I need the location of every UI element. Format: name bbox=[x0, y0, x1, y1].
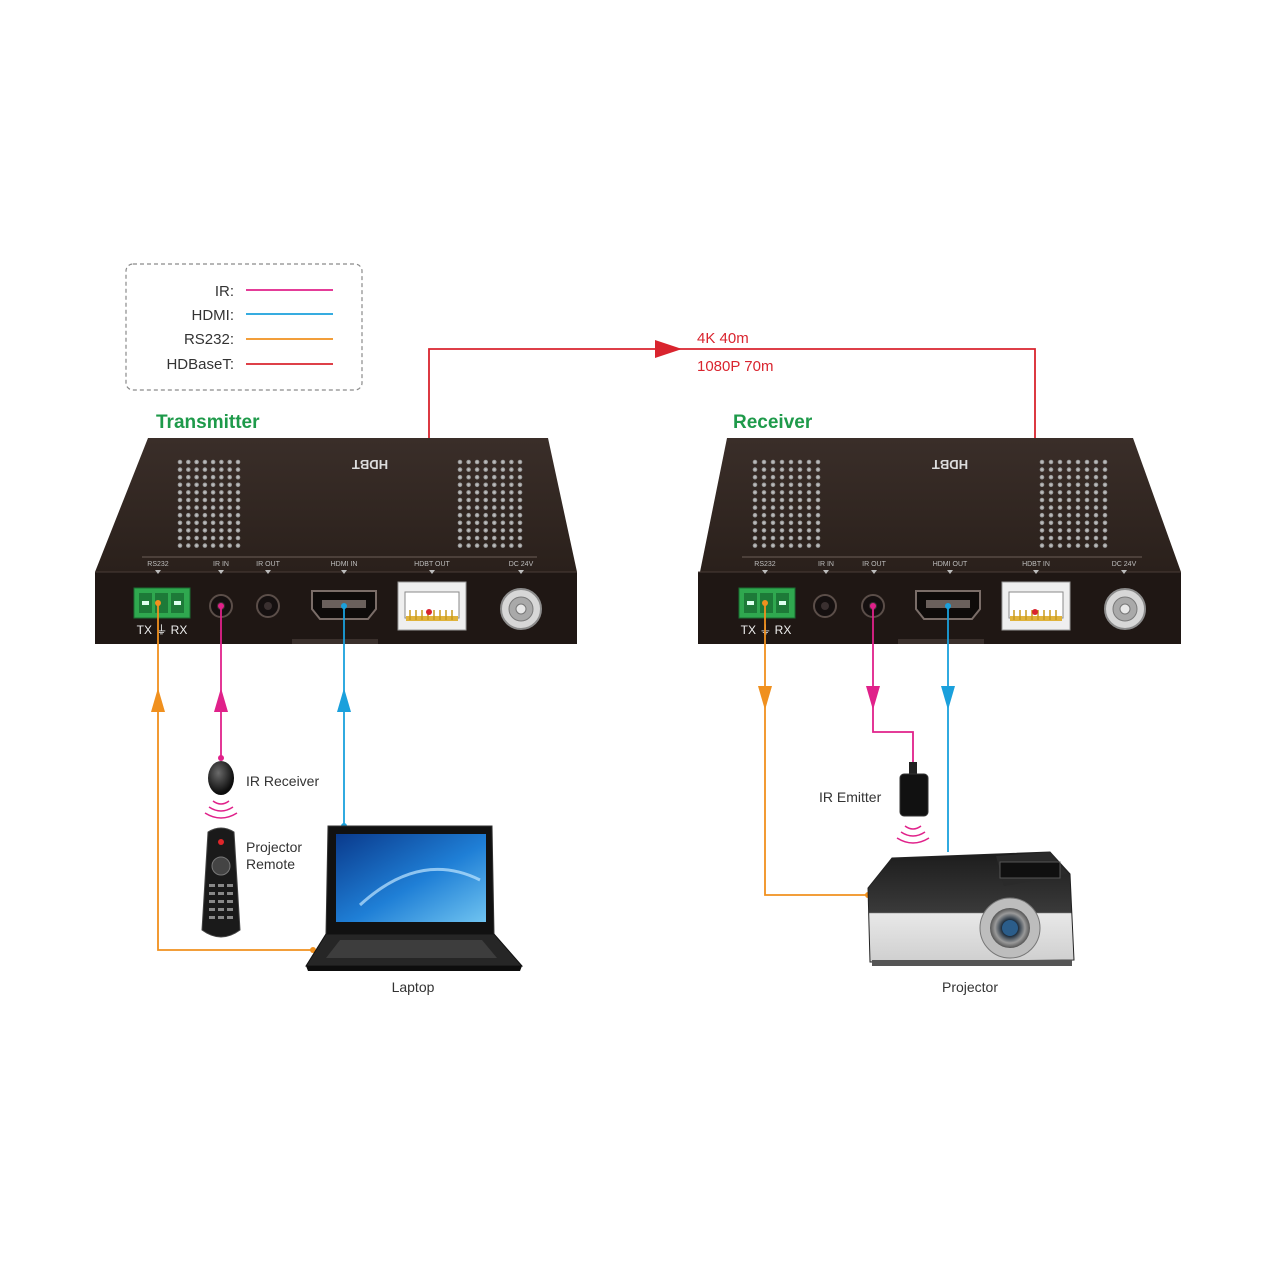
tx-terminal-label: TX ⏚ RX bbox=[137, 623, 188, 637]
ir-emitter-label: IR Emitter bbox=[819, 789, 882, 805]
tx-port-label-ir-out: IR OUT bbox=[256, 561, 280, 568]
ir-signal-icon bbox=[212, 800, 230, 805]
receiver-vent-right bbox=[1039, 459, 1108, 548]
projector-remote-device: Projector Remote bbox=[201, 827, 302, 938]
receiver-brand-logo: HDBT bbox=[932, 457, 968, 472]
legend-label-hdbaset: HDBaseT: bbox=[166, 356, 234, 373]
projector-remote-label-line2: Remote bbox=[246, 856, 295, 872]
receiver-cables bbox=[758, 600, 1038, 898]
tx-port-label-hdbt-out: HDBT OUT bbox=[414, 561, 450, 568]
link-spec-1080p: 1080P 70m bbox=[697, 358, 773, 375]
transmitter-top bbox=[95, 438, 577, 572]
rx-rs232-arrow bbox=[758, 686, 772, 710]
tx-hdbt-out-port[interactable] bbox=[397, 581, 467, 631]
ir-receiver-icon bbox=[208, 761, 234, 795]
rx-ir-cable bbox=[872, 606, 914, 762]
tx-rs232-cable bbox=[157, 603, 313, 951]
tx-dc24v-port[interactable] bbox=[500, 588, 542, 630]
rx-hdbt-in-port[interactable] bbox=[1001, 581, 1071, 631]
rx-port-label-ir-out: IR OUT bbox=[862, 561, 886, 568]
tx-rs232-terminal[interactable] bbox=[133, 587, 191, 619]
transmitter-cables bbox=[151, 600, 432, 953]
rx-rs232-cable bbox=[764, 603, 868, 896]
transmitter: Transmitter HDBT RS232 IR IN IR OUT HDMI… bbox=[95, 412, 577, 644]
receiver-vent-left bbox=[752, 459, 821, 548]
tx-ir-arrow bbox=[214, 688, 228, 712]
laptop-screen bbox=[336, 834, 486, 922]
rx-hdmi-arrow bbox=[941, 686, 955, 710]
legend-label-ir: IR: bbox=[215, 283, 234, 300]
rx-port-label-hdbt-in: HDBT IN bbox=[1022, 561, 1050, 568]
rx-ir-arrow bbox=[866, 686, 880, 710]
legend-label-hdmi: HDMI: bbox=[192, 307, 235, 324]
tx-port-label-hdmi-in: HDMI IN bbox=[331, 561, 358, 568]
ir-receiver-label: IR Receiver bbox=[246, 773, 319, 789]
tx-rs232-arrow bbox=[151, 688, 165, 712]
rx-port-label-hdmi-out: HDMI OUT bbox=[933, 561, 968, 568]
legend-box bbox=[125, 263, 363, 391]
receiver-title: Receiver bbox=[733, 412, 813, 433]
legend: IR: HDMI: RS232: HDBaseT: bbox=[125, 263, 363, 391]
projector-remote-label-line1: Projector bbox=[246, 839, 302, 855]
link-spec-4k: 4K 40m bbox=[697, 330, 749, 347]
ir-emitter-signal-icon bbox=[904, 825, 922, 830]
laptop-label: Laptop bbox=[392, 979, 435, 995]
ir-receiver-device: IR Receiver bbox=[204, 761, 319, 819]
rx-terminal-label: TX ⏚ RX bbox=[741, 623, 792, 637]
laptop-device: Laptop bbox=[305, 825, 524, 995]
transmitter-brand-logo: HDBT bbox=[352, 457, 388, 472]
rx-rs232-terminal[interactable] bbox=[738, 587, 796, 619]
projector-label: Projector bbox=[942, 979, 998, 995]
rx-port-label-ir-in: IR IN bbox=[818, 561, 834, 568]
rx-port-label-rs232: RS232 bbox=[754, 561, 776, 568]
tx-hdmi-arrow bbox=[337, 688, 351, 712]
ir-emitter-icon bbox=[899, 773, 929, 817]
transmitter-title: Transmitter bbox=[156, 412, 260, 433]
receiver: Receiver HDBT RS232 IR IN IR OUT HDMI OU… bbox=[698, 412, 1181, 644]
tx-port-label-dc24v: DC 24V bbox=[509, 561, 534, 568]
tx-port-label-ir-in: IR IN bbox=[213, 561, 229, 568]
ir-emitter-device: IR Emitter bbox=[819, 762, 930, 844]
hdbaset-arrow bbox=[655, 340, 682, 358]
legend-label-rs232: RS232: bbox=[184, 331, 234, 348]
transmitter-vent-left bbox=[177, 459, 241, 548]
rx-port-label-dc24v: DC 24V bbox=[1112, 561, 1137, 568]
tx-port-label-rs232: RS232 bbox=[147, 561, 169, 568]
transmitter-vent-right bbox=[457, 459, 523, 548]
projector-device: Projector bbox=[867, 851, 1075, 995]
rx-dc24v-port[interactable] bbox=[1104, 588, 1146, 630]
